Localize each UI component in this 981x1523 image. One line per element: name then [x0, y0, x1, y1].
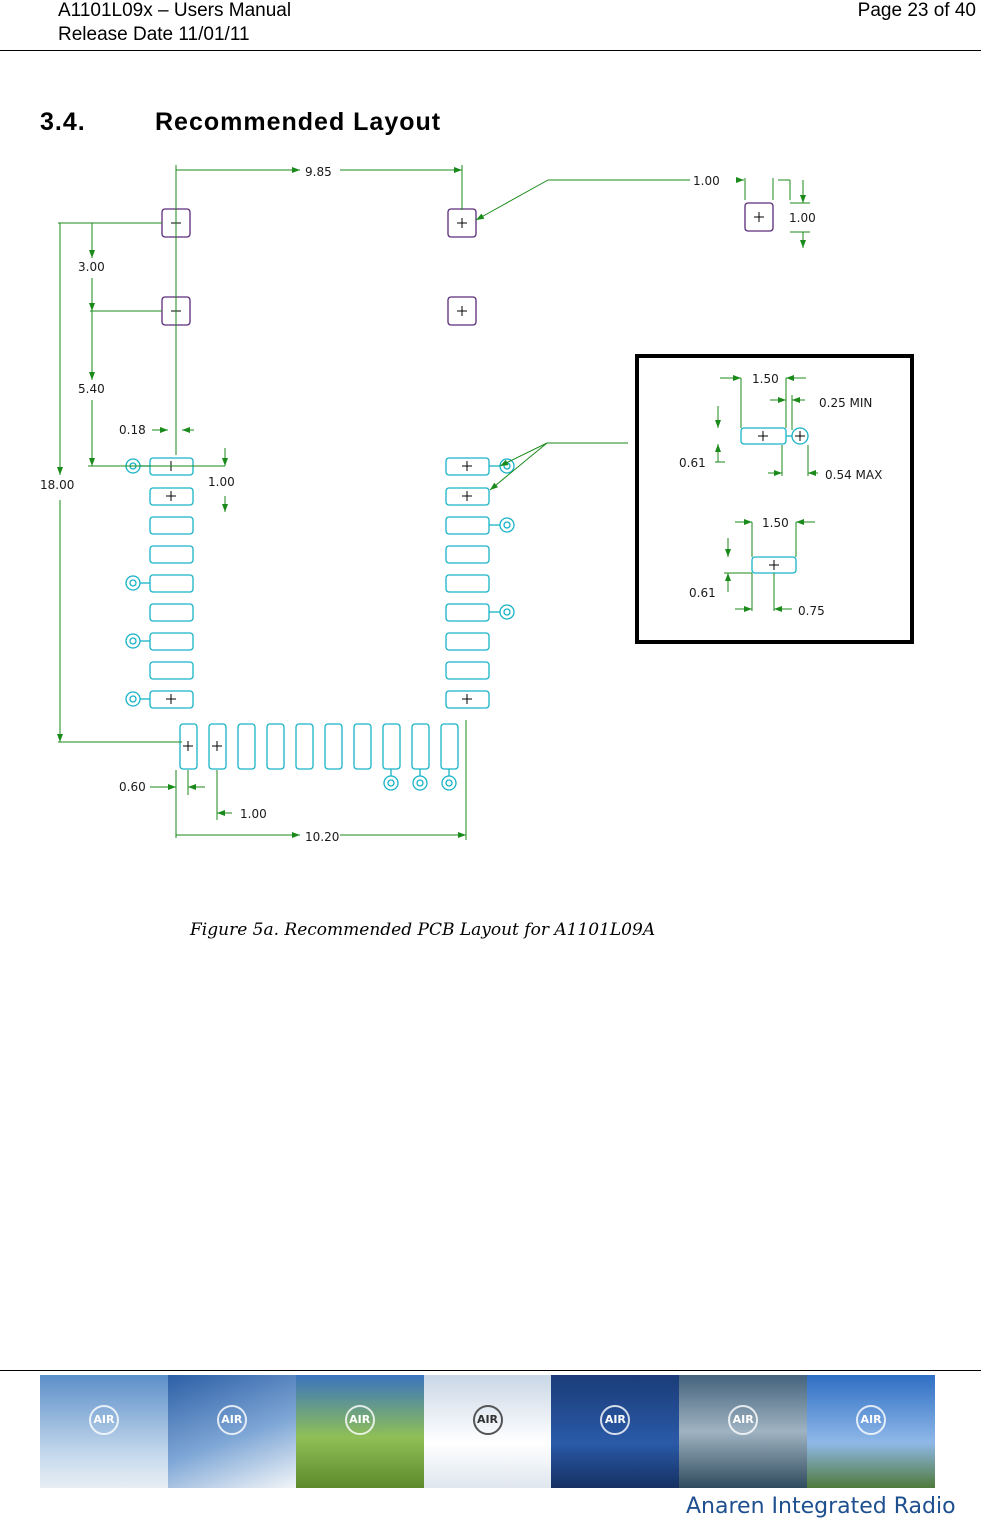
left-pad [149, 603, 194, 622]
bottom-pad [266, 723, 285, 770]
dim-bottom-width: 10.20 [305, 830, 339, 844]
detail-h-1: 0.61 [679, 456, 706, 470]
brand-name: Anaren Integrated Radio [686, 1494, 956, 1519]
bottom-pad [179, 723, 198, 770]
release-date: Release Date 11/01/11 [58, 24, 250, 45]
detail-len-1: 1.50 [752, 372, 779, 386]
right-pad [445, 487, 490, 506]
bottom-pad [411, 723, 430, 770]
right-pad [445, 516, 490, 535]
bottom-pad [295, 723, 314, 770]
dim-pin-pitch: 1.00 [208, 475, 235, 489]
doc-title: A1101L09x – Users Manual [58, 0, 292, 21]
dim-bottom-offset: 0.60 [119, 780, 146, 794]
via-hole-inner [445, 779, 453, 787]
dim-total-height: 18.00 [40, 478, 74, 492]
via-hole-inner [129, 579, 137, 587]
right-pad [445, 603, 490, 622]
air-badge: AIR [344, 1405, 375, 1436]
bottom-pad [324, 723, 343, 770]
banner-tile-windsurf: AIR [551, 1375, 680, 1488]
bottom-pad [353, 723, 372, 770]
banner-tile-kayak: AIR [679, 1375, 808, 1488]
page-number: Page 23 of 40 [857, 0, 976, 21]
via-hole [125, 633, 141, 649]
detail-len-2: 1.50 [762, 516, 789, 530]
detail-h-2: 0.61 [689, 586, 716, 600]
dim-top-width: 9.85 [305, 165, 332, 179]
leader-line [475, 179, 549, 221]
right-pad [445, 661, 490, 680]
bottom-pad [237, 723, 256, 770]
dim-vert-1: 3.00 [78, 260, 105, 274]
right-pad [445, 545, 490, 564]
bottom-pad [382, 723, 401, 770]
right-pad [445, 632, 490, 651]
dim-pad-size-a: 1.00 [693, 174, 720, 188]
dim-vert-2: 5.40 [78, 382, 105, 396]
air-badge: AIR [728, 1405, 759, 1436]
via-hole [125, 691, 141, 707]
leader-line [489, 442, 548, 491]
section-title: Recommended Layout [155, 108, 442, 136]
pcb-layout-drawing: 9.85 1.00 1.00 3.00 5.40 0.18 1.00 18.00… [40, 165, 914, 844]
detail-half: 0.75 [798, 604, 825, 618]
via-hole [499, 458, 515, 474]
right-pad [445, 574, 490, 593]
detail-max: 0.54 MAX [825, 468, 882, 482]
fiducial-pad [744, 202, 774, 232]
banner-tile-ski: AIR [167, 1375, 296, 1488]
section-number: 3.4. [40, 108, 86, 136]
banner-tile-snowboard: AIR [423, 1375, 552, 1488]
banner-tile-skateboard: AIR [807, 1375, 936, 1488]
left-pad [149, 516, 194, 535]
air-badge: AIR [88, 1405, 119, 1436]
right-pad [445, 690, 490, 709]
via-hole-inner [387, 779, 395, 787]
via-hole [383, 775, 399, 791]
left-pad [149, 632, 194, 651]
via-hole-inner [503, 521, 511, 529]
detail-min: 0.25 MIN [819, 396, 872, 410]
dim-bottom-pitch: 1.00 [240, 807, 267, 821]
leader-line [499, 442, 548, 467]
via-hole [499, 517, 515, 533]
bottom-pad [440, 723, 459, 770]
left-pad [149, 545, 194, 564]
via-hole [499, 604, 515, 620]
dim-offset: 0.18 [119, 423, 146, 437]
bottom-pad [208, 723, 227, 770]
air-badge: AIR [600, 1405, 631, 1436]
via-hole-inner [416, 779, 424, 787]
dim-pad-size-b: 1.00 [789, 211, 816, 225]
fiducial-pad [447, 296, 477, 326]
via-hole-inner [129, 695, 137, 703]
via-hole [125, 575, 141, 591]
left-pad [149, 574, 194, 593]
via-hole-inner [129, 637, 137, 645]
detail-box [635, 354, 914, 644]
left-pad [149, 487, 194, 506]
figure-caption: Figure 5a. Recommended PCB Layout for A1… [190, 920, 656, 940]
via-hole [441, 775, 457, 791]
banner-tile-snowboard-jump: AIR [40, 1375, 168, 1488]
banner-tile-bike: AIR [295, 1375, 424, 1488]
air-badge: AIR [216, 1405, 247, 1436]
footer-banner: AIR AIR AIR AIR AIR AIR AIR [40, 1375, 936, 1488]
via-hole [412, 775, 428, 791]
header-rule [0, 50, 981, 51]
footer-rule [0, 1370, 981, 1371]
air-badge: AIR [856, 1405, 887, 1436]
via-hole-inner [503, 608, 511, 616]
left-pad [149, 661, 194, 680]
air-badge: AIR [472, 1405, 503, 1436]
